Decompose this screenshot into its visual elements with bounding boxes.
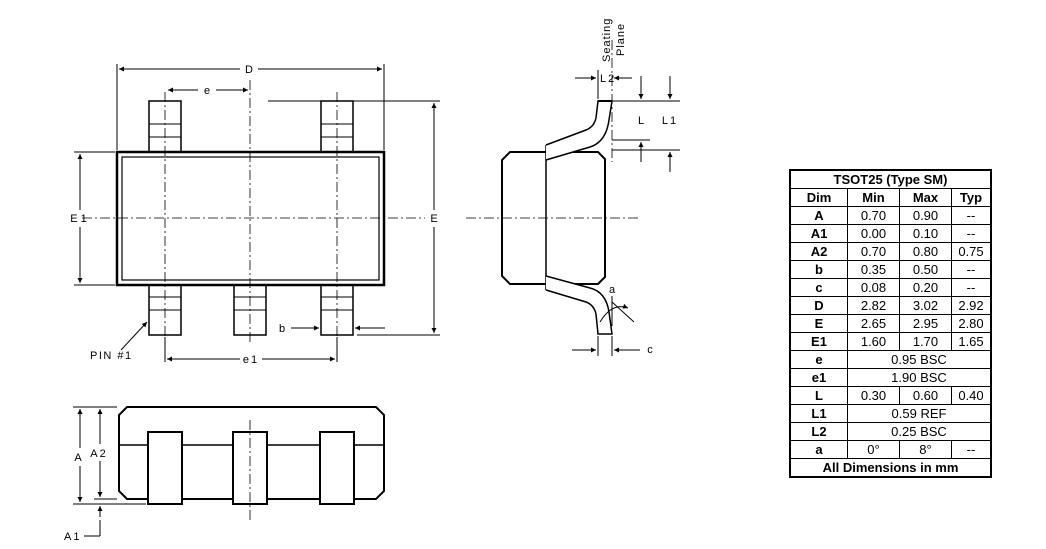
- max-cell: 3.02: [899, 296, 952, 315]
- dim-e-label: e: [204, 85, 210, 97]
- side-view: Seating Plane L2 L L1 a c: [466, 18, 680, 356]
- typ-cell: --: [951, 206, 992, 225]
- dim-cell: A2: [789, 242, 848, 261]
- dim-cell: c: [789, 278, 848, 297]
- column-header: Dim: [789, 188, 848, 207]
- max-cell: 0.50: [899, 260, 952, 279]
- column-header: Max: [899, 188, 952, 207]
- dim-cell: L1: [789, 404, 848, 423]
- dim-A-label: A: [74, 452, 82, 464]
- table-footer: All Dimensions in mm: [789, 458, 992, 478]
- typ-cell: 2.92: [951, 296, 992, 315]
- typ-cell: 0.75: [951, 242, 992, 261]
- dim-cell: E1: [789, 332, 848, 351]
- plane-label: Plane: [615, 23, 627, 56]
- value-cell: 1.90 BSC: [847, 368, 992, 387]
- package-body-side: [501, 151, 606, 285]
- typ-cell: 2.80: [951, 314, 992, 333]
- dim-cell: b: [789, 260, 848, 279]
- value-cell: 0.95 BSC: [847, 350, 992, 369]
- max-cell: 8°: [899, 440, 952, 459]
- dim-cell: a: [789, 440, 848, 459]
- min-cell: 0.08: [847, 278, 900, 297]
- min-cell: 0.35: [847, 260, 900, 279]
- min-cell: 0.00: [847, 224, 900, 243]
- max-cell: 0.10: [899, 224, 952, 243]
- typ-cell: --: [951, 224, 992, 243]
- table-footer-row: All Dimensions in mm: [789, 458, 992, 478]
- dim-e1-label: e1: [243, 354, 259, 366]
- dim-cell: A: [789, 206, 848, 225]
- table-title: TSOT25 (Type SM): [789, 169, 992, 189]
- min-cell: 2.65: [847, 314, 900, 333]
- dim-c-label: c: [647, 344, 653, 356]
- dim-cell: L: [789, 386, 848, 405]
- min-cell: 0°: [847, 440, 900, 459]
- package-body-top: [115, 150, 386, 287]
- dim-E-label: E: [430, 213, 437, 225]
- min-cell: 2.82: [847, 296, 900, 315]
- typ-cell: --: [951, 260, 992, 279]
- dim-L1-label: L1: [662, 115, 678, 127]
- max-cell: 0.60: [899, 386, 952, 405]
- min-cell: 0.30: [847, 386, 900, 405]
- pin1-label: PIN #1: [90, 350, 133, 362]
- dim-a-label: a: [609, 284, 616, 296]
- max-cell: 0.80: [899, 242, 952, 261]
- typ-cell: 0.40: [951, 386, 992, 405]
- max-cell: 1.70: [899, 332, 952, 351]
- lead-top-left: [148, 100, 182, 153]
- typ-cell: --: [951, 440, 992, 459]
- dim-cell: D: [789, 296, 848, 315]
- dim-cell: e1: [789, 368, 848, 387]
- dim-cell: E: [789, 314, 848, 333]
- dim-b-label: b: [279, 323, 285, 335]
- max-cell: 2.95: [899, 314, 952, 333]
- dim-cell: A1: [789, 224, 848, 243]
- dim-L-label: L: [638, 115, 644, 127]
- dim-A1-label: A1: [64, 531, 81, 543]
- seating-label: Seating: [601, 18, 613, 62]
- max-cell: 0.20: [899, 278, 952, 297]
- dim-A2-label: A2: [90, 448, 107, 460]
- typ-cell: --: [951, 278, 992, 297]
- top-view: D e E1 E b e1 PIN #1: [70, 64, 440, 366]
- dim-cell: L2: [789, 422, 848, 441]
- dim-cell: e: [789, 350, 848, 369]
- min-cell: 0.70: [847, 206, 900, 225]
- dim-L2-label: L2: [600, 73, 616, 85]
- value-cell: 0.25 BSC: [847, 422, 992, 441]
- column-header: Typ: [951, 188, 992, 207]
- table-title-row: TSOT25 (Type SM): [789, 169, 992, 189]
- dim-D-label: D: [245, 64, 253, 76]
- lead-top-right: [320, 100, 354, 153]
- max-cell: 0.90: [899, 206, 952, 225]
- min-cell: 0.70: [847, 242, 900, 261]
- typ-cell: 1.65: [951, 332, 992, 351]
- dim-E1-label: E1: [70, 213, 89, 225]
- front-view: A A2 A1: [64, 406, 385, 543]
- column-header: Min: [847, 188, 900, 207]
- value-cell: 0.59 REF: [847, 404, 992, 423]
- min-cell: 1.60: [847, 332, 900, 351]
